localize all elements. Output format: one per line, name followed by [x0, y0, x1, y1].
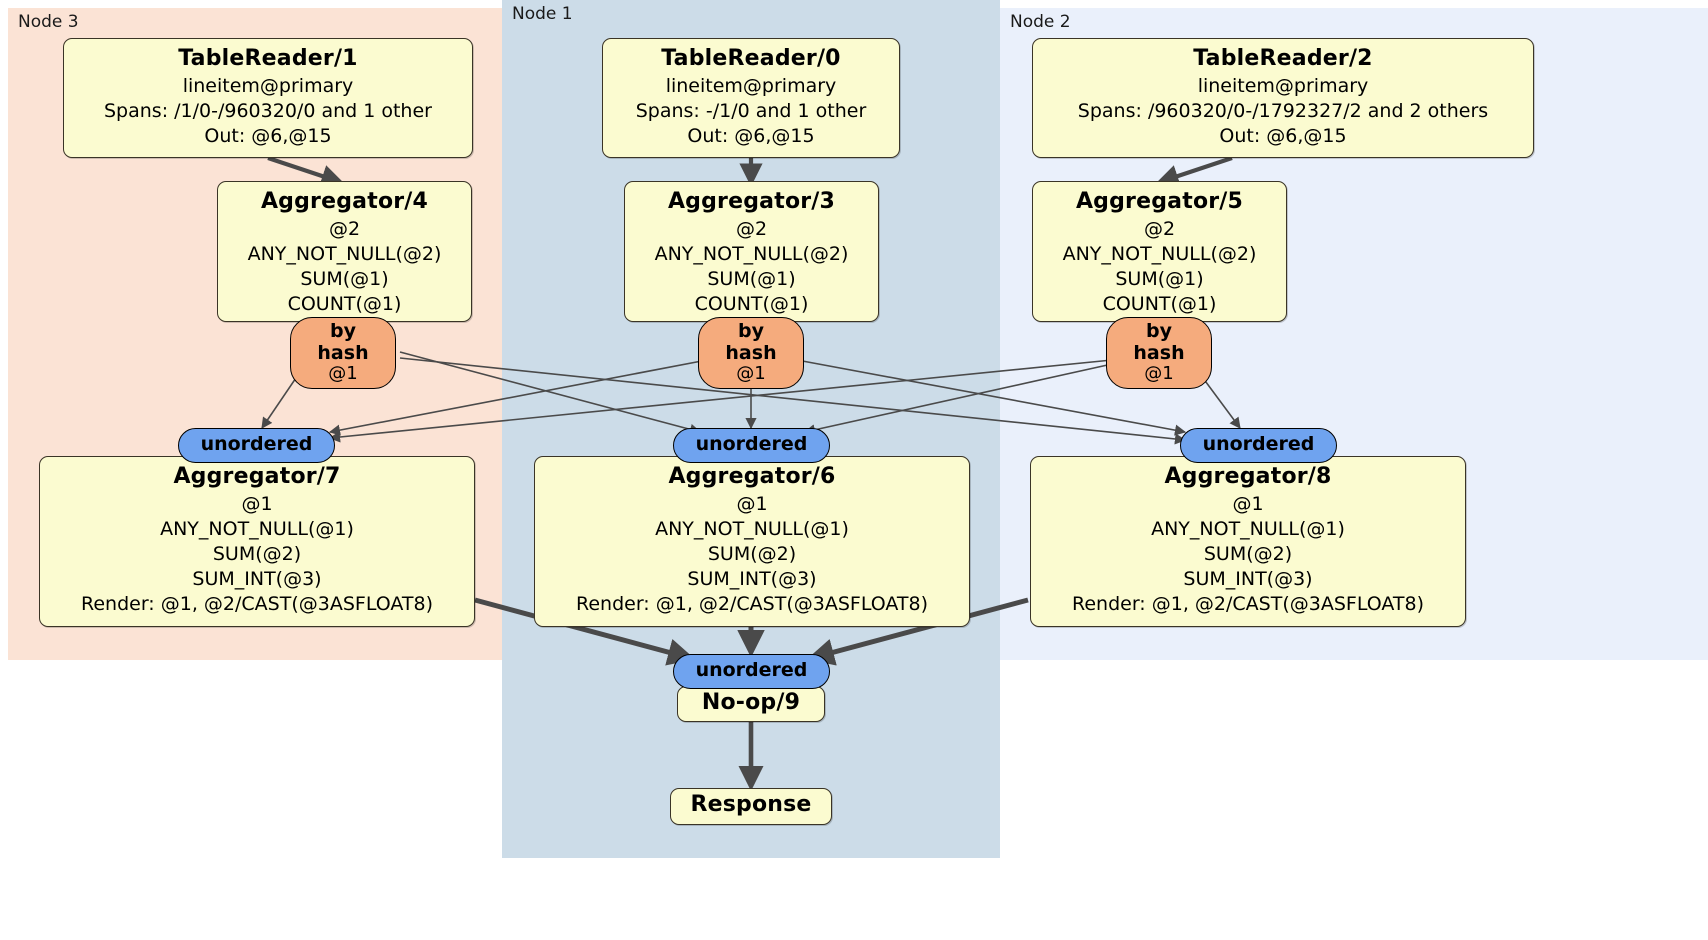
synchronizer-unordered-right[interactable]: unordered	[1180, 428, 1337, 463]
processor-title: Aggregator/6	[668, 464, 836, 489]
processor-line: SUM(@2)	[1203, 543, 1293, 565]
processor-line: SUM(@1)	[300, 268, 389, 290]
processor-aggregator-3[interactable]: Aggregator/3 @2 ANY_NOT_NULL(@2) SUM(@1)…	[624, 181, 879, 322]
processor-table-reader-2[interactable]: TableReader/2 lineitem@primary Spans: /9…	[1032, 38, 1534, 158]
processor-line: Out: @6,@15	[1219, 125, 1347, 147]
processor-line: @1	[1232, 493, 1264, 515]
processor-line: @2	[1143, 218, 1176, 240]
processor-line: Render: @1, @2/CAST(@3ASFLOAT8)	[81, 593, 433, 615]
processor-line: @2	[328, 218, 361, 240]
processor-title: No-op/9	[701, 690, 801, 715]
processor-line: ANY_NOT_NULL(@1)	[160, 518, 354, 540]
processor-line: lineitem@primary	[665, 75, 837, 97]
processor-line: SUM(@2)	[707, 543, 797, 565]
synchronizer-unordered-final[interactable]: unordered	[673, 654, 830, 689]
processor-line: ANY_NOT_NULL(@1)	[1151, 518, 1345, 540]
processor-line: ANY_NOT_NULL(@2)	[654, 243, 849, 265]
processor-title: Aggregator/3	[667, 189, 836, 214]
router-kind-label: by hash	[317, 320, 369, 364]
processor-line: ANY_NOT_NULL(@2)	[247, 243, 442, 265]
router-kind-label: by hash	[725, 320, 777, 364]
node-region-label-node2: Node 2	[1010, 12, 1071, 32]
router-kind-label: by hash	[1133, 320, 1185, 364]
router-column-label: @1	[1144, 362, 1174, 384]
processor-aggregator-8[interactable]: Aggregator/8 @1 ANY_NOT_NULL(@1) SUM(@2)…	[1030, 456, 1466, 627]
processor-line: lineitem@primary	[1197, 75, 1369, 97]
processor-line: Out: @6,@15	[204, 125, 332, 147]
processor-title: Aggregator/4	[260, 189, 429, 214]
processor-line: Render: @1, @2/CAST(@3ASFLOAT8)	[1072, 593, 1424, 615]
processor-line: SUM_INT(@3)	[687, 568, 817, 590]
processor-line: SUM(@1)	[1115, 268, 1204, 290]
processor-line: ANY_NOT_NULL(@1)	[655, 518, 849, 540]
synchronizer-unordered-middle[interactable]: unordered	[673, 428, 830, 463]
synchronizer-label: unordered	[695, 659, 808, 681]
processor-title: TableReader/0	[661, 46, 841, 71]
processor-aggregator-4[interactable]: Aggregator/4 @2 ANY_NOT_NULL(@2) SUM(@1)…	[217, 181, 472, 322]
processor-table-reader-0[interactable]: TableReader/0 lineitem@primary Spans: -/…	[602, 38, 900, 158]
processor-line: Out: @6,@15	[687, 125, 815, 147]
processor-line: lineitem@primary	[182, 75, 354, 97]
processor-response[interactable]: Response	[670, 788, 832, 825]
node-region-label-node3: Node 3	[18, 12, 79, 32]
processor-title: Aggregator/7	[173, 464, 341, 489]
processor-line: COUNT(@1)	[694, 293, 809, 315]
processor-title: Aggregator/5	[1075, 189, 1244, 214]
processor-line: SUM_INT(@3)	[192, 568, 322, 590]
node-region-label-node1: Node 1	[512, 4, 573, 24]
synchronizer-unordered-left[interactable]: unordered	[178, 428, 335, 463]
processor-no-op-9[interactable]: No-op/9	[677, 686, 825, 722]
processor-line: @1	[241, 493, 273, 515]
processor-line: @1	[736, 493, 768, 515]
processor-line: SUM_INT(@3)	[1183, 568, 1313, 590]
processor-line: Render: @1, @2/CAST(@3ASFLOAT8)	[576, 593, 928, 615]
synchronizer-label: unordered	[200, 433, 313, 455]
processor-table-reader-1[interactable]: TableReader/1 lineitem@primary Spans: /1…	[63, 38, 473, 158]
router-by-hash-left[interactable]: by hash @1	[290, 317, 396, 390]
processor-line: Spans: /1/0-/960320/0 and 1 other	[104, 100, 432, 122]
processor-title: Aggregator/8	[1164, 464, 1332, 489]
processor-aggregator-5[interactable]: Aggregator/5 @2 ANY_NOT_NULL(@2) SUM(@1)…	[1032, 181, 1287, 322]
router-by-hash-right[interactable]: by hash @1	[1106, 317, 1212, 390]
processor-line: SUM(@1)	[707, 268, 796, 290]
synchronizer-label: unordered	[695, 433, 808, 455]
processor-line: ANY_NOT_NULL(@2)	[1062, 243, 1257, 265]
processor-aggregator-7[interactable]: Aggregator/7 @1 ANY_NOT_NULL(@1) SUM(@2)…	[39, 456, 475, 627]
processor-aggregator-6[interactable]: Aggregator/6 @1 ANY_NOT_NULL(@1) SUM(@2)…	[534, 456, 970, 627]
synchronizer-label: unordered	[1202, 433, 1315, 455]
router-column-label: @1	[328, 362, 358, 384]
processor-line: Spans: -/1/0 and 1 other	[635, 100, 867, 122]
router-by-hash-middle[interactable]: by hash @1	[698, 317, 804, 390]
processor-title: Response	[690, 792, 812, 817]
processor-line: COUNT(@1)	[1102, 293, 1217, 315]
processor-title: TableReader/2	[1193, 46, 1373, 71]
router-column-label: @1	[736, 362, 766, 384]
processor-line: COUNT(@1)	[287, 293, 402, 315]
processor-title: TableReader/1	[178, 46, 358, 71]
processor-line: @2	[735, 218, 768, 240]
processor-line: Spans: /960320/0-/1792327/2 and 2 others	[1077, 100, 1489, 122]
processor-line: SUM(@2)	[212, 543, 302, 565]
